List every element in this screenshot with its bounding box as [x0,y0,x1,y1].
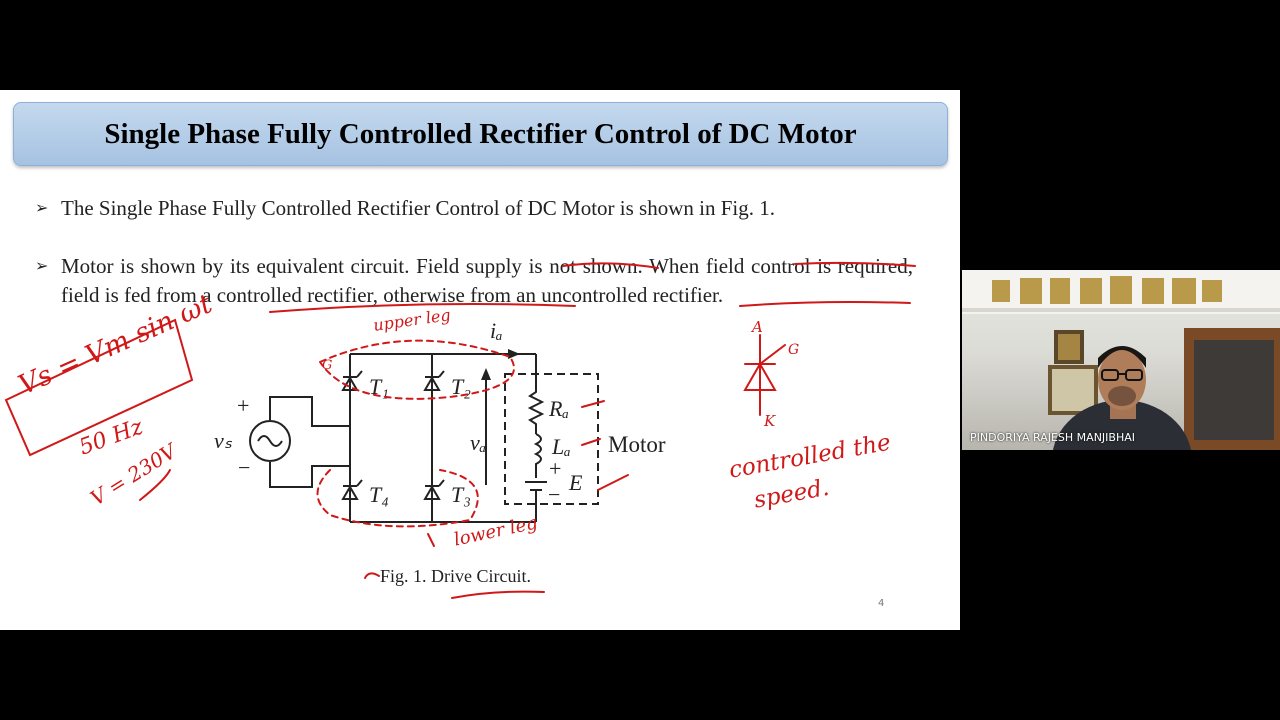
bullet-text: The Single Phase Fully Controlled Rectif… [61,196,775,220]
participant-video-tile[interactable]: PINDORIYA RAJESH MANJIBHAI [962,270,1280,450]
annotation-scr-cathode: K [764,412,776,430]
bullet-arrow-icon: ➢ [35,200,49,217]
bullet-text: Motor is shown by its equivalent circuit… [61,254,913,307]
label-motor: Motor [608,432,666,457]
label-e: E [568,470,583,495]
label-battery-plus: + [549,456,561,481]
label-t3: T₃ [451,482,471,507]
label-minus: − [238,455,250,480]
slide-page-number: 4 [878,598,885,609]
label-la: Lₐ [551,434,571,459]
label-t2: T₂ [451,374,471,399]
participant-name-label: PINDORIYA RAJESH MANJIBHAI [970,431,1135,444]
label-ra: Rₐ [548,396,569,421]
slide-title-bar: Single Phase Fully Controlled Rectifier … [13,102,948,166]
label-t4: T₄ [369,482,389,507]
label-plus: + [237,393,249,418]
label-ia: iₐ [490,318,503,343]
label-t1: T₁ [369,374,389,399]
figure-caption: Fig. 1. Drive Circuit. [380,566,531,586]
label-battery-minus: − [548,482,560,507]
annotation-gate-label: G [322,358,333,373]
label-vs: vₛ [214,428,233,453]
drive-circuit-diagram: T₁ T₂ T₄ T₃ iₐ vₐ vₛ Rₐ Lₐ E + − + − Mot… [4,261,916,599]
annotation-scr-anode: A [752,318,763,336]
annotation-scr-gate: G [788,342,800,358]
label-va: vₐ [470,430,486,455]
slide-title: Single Phase Fully Controlled Rectifier … [104,117,857,150]
bullet-item: ➢ Motor is shown by its equivalent circu… [35,252,915,342]
presentation-slide: Single Phase Fully Controlled Rectifier … [0,90,960,630]
webcam-feed [962,270,1280,450]
bullet-item: ➢ The Single Phase Fully Controlled Rect… [35,194,915,224]
bullet-arrow-icon: ➢ [35,258,49,275]
